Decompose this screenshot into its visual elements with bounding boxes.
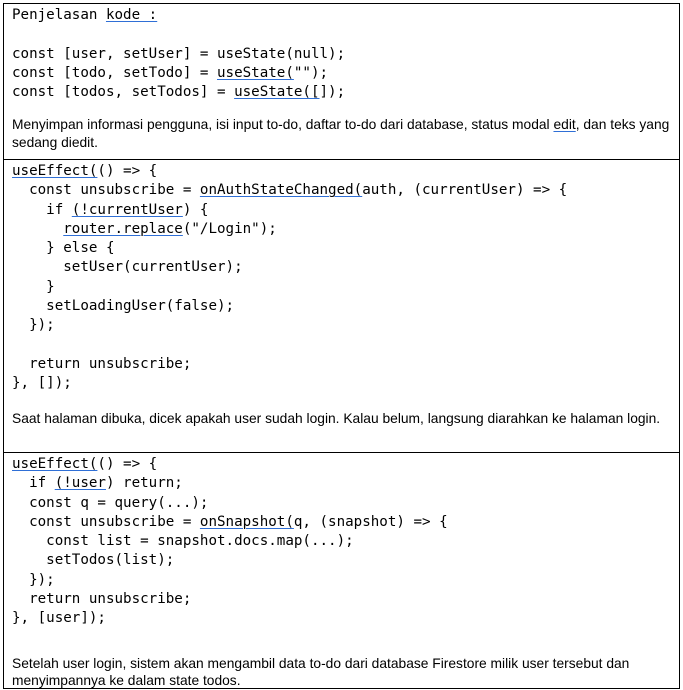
code-line: const q = query(...);: [12, 494, 209, 511]
todos-effect-cell: useEffect(() => { if (!user) return; con…: [4, 453, 679, 688]
code-text: if: [12, 475, 55, 492]
code-text-underlined: (!user: [54, 475, 106, 492]
code-line: const unsubscribe = onAuthStateChanged(a…: [12, 181, 671, 200]
code-line: return unsubscribe;: [12, 355, 192, 372]
code-text: ("/Login");: [182, 220, 277, 237]
code-text: ) {: [182, 201, 209, 218]
code-text: ]);: [319, 84, 346, 101]
code-text-underlined: useState([: [234, 84, 320, 101]
code-line: const [todo, setTodo] = useState("");: [12, 64, 671, 83]
code-text: () => {: [97, 456, 158, 472]
code-line: const [user, setUser] = useState(null);: [12, 45, 671, 64]
desc-text: Menyimpan informasi pengguna, isi input …: [12, 117, 554, 133]
code-text: auth, (currentUser) => {: [362, 182, 568, 199]
code-text: const [user, setUser] = useState(null);: [12, 45, 346, 62]
code-line: router.replace("/Login");: [12, 220, 671, 239]
code-line: }: [12, 278, 55, 295]
code-text: [12, 221, 63, 237]
code-line: useEffect(() => {: [12, 162, 671, 181]
code-text: "");: [293, 64, 329, 81]
code-text: q, (snapshot) => {: [293, 513, 448, 530]
section-description: Setelah user login, sistem akan mengambi…: [12, 655, 630, 689]
explanation-table: Penjelasan kode : const [user, setUser] …: [3, 3, 680, 689]
code-line: setUser(currentUser);: [12, 259, 243, 276]
code-line: });: [12, 317, 55, 334]
code-text-underlined: onSnapshot(: [199, 513, 294, 530]
code-text: const [todo, setTodo] =: [12, 64, 217, 81]
desc-text: , dan teks yang sedang diedit.: [12, 117, 670, 150]
code-text-underlined: (!currentUser: [71, 201, 183, 218]
state-declaration-cell: Penjelasan kode : const [user, setUser] …: [4, 4, 679, 160]
code-text-underlined: useEffect(: [12, 163, 98, 179]
code-text-underlined: useState(: [217, 64, 294, 81]
title-text: Penjelasan: [12, 7, 106, 23]
section-description: Saat halaman dibuka, dicek apakah user s…: [12, 410, 661, 426]
code-text: const unsubscribe =: [12, 182, 200, 199]
code-text-underlined: useEffect(: [12, 456, 98, 472]
code-line: setTodos(list);: [12, 552, 175, 569]
title-underlined-text: kode :: [105, 7, 158, 23]
code-line: });: [12, 571, 55, 588]
code-text: if: [12, 201, 72, 218]
code-line: }, [user]);: [12, 610, 106, 627]
code-text-underlined: onAuthStateChanged(: [199, 182, 363, 199]
code-line: const list = snapshot.docs.map(...);: [12, 533, 354, 550]
code-text: ) return;: [105, 475, 183, 492]
code-text: const unsubscribe =: [12, 513, 200, 530]
auth-effect-cell: useEffect(() => { const unsubscribe = on…: [4, 160, 679, 453]
code-line: if (!user) return;: [12, 474, 671, 493]
code-text: const [todos, setTodos] =: [12, 84, 235, 101]
section-title: Penjelasan kode :: [12, 6, 671, 25]
code-text: () => {: [97, 163, 158, 179]
code-line: } else {: [12, 240, 115, 257]
code-line: return unsubscribe;: [12, 591, 192, 608]
desc-text-underlined: edit: [553, 117, 576, 133]
code-line: const [todos, setTodos] = useState([]);: [12, 83, 671, 102]
code-line: const unsubscribe = onSnapshot(q, (snaps…: [12, 513, 671, 532]
section-description: Menyimpan informasi pengguna, isi input …: [12, 116, 671, 151]
code-line: if (!currentUser) {: [12, 201, 671, 220]
code-line: useEffect(() => {: [12, 455, 671, 474]
code-line: setLoadingUser(false);: [12, 298, 235, 315]
code-text-underlined: router.replace: [63, 220, 183, 237]
code-line: }, []);: [12, 375, 72, 392]
